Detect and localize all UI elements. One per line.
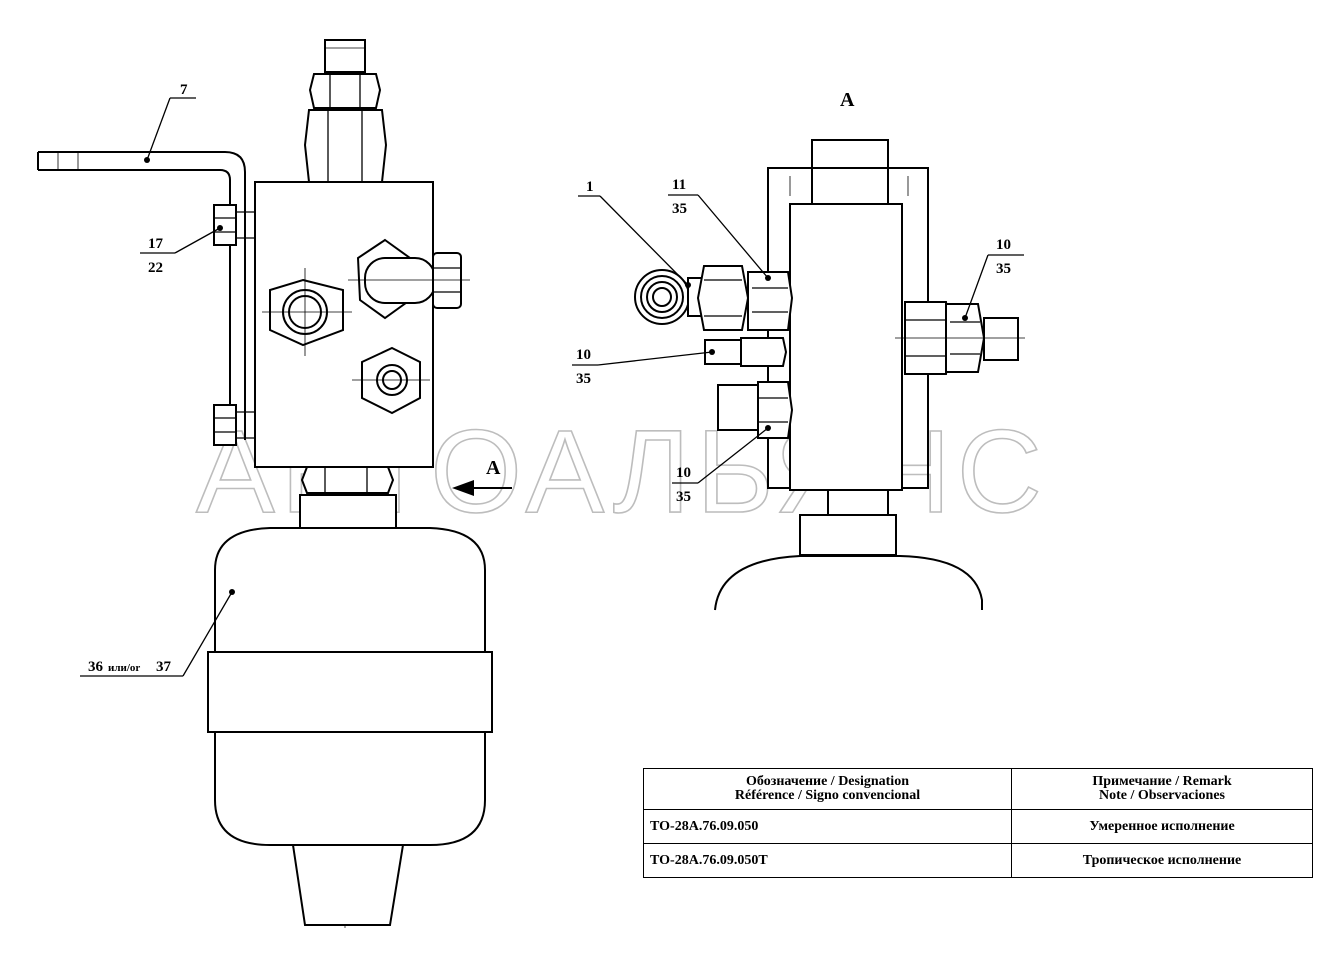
section-arrow-label: A: [486, 457, 501, 479]
callout-10-right-35: 35: [996, 261, 1011, 277]
callout-10-left-35: 35: [576, 371, 591, 387]
designation-header-line1: Обозначение / Designation: [746, 774, 909, 789]
callout-7: 7: [180, 82, 188, 98]
callout-10-bottom-35: 35: [676, 489, 691, 505]
designation-header-line2: Référence / Signo convencional: [734, 788, 921, 803]
designation-cell: ТО-28А.76.09.050Т: [643, 843, 1012, 878]
callout-leaders: [80, 97, 1024, 677]
remark-cell: Умеренное исполнение: [1011, 809, 1313, 844]
table-header-row: Обозначение / Designation Référence / Si…: [643, 768, 1313, 810]
table-row: ТО-28А.76.09.050 Умеренное исполнение: [643, 809, 1313, 844]
callout-1: 1: [586, 179, 594, 195]
remark-header-line2: Note / Observaciones: [1099, 788, 1225, 803]
designation-header: Обозначение / Designation Référence / Si…: [643, 768, 1012, 810]
remark-cell: Тропическое исполнение: [1011, 843, 1313, 878]
callout-36-separator: или/or: [108, 662, 140, 674]
callout-37: 37: [156, 659, 172, 675]
callout-36: 36: [88, 659, 104, 675]
designation-cell: ТО-28А.76.09.050: [643, 809, 1012, 844]
callout-11: 11: [672, 177, 686, 193]
table-row: ТО-28А.76.09.050Т Тропическое исполнение: [643, 843, 1313, 878]
callout-10-bottom: 10: [676, 465, 691, 481]
designation-table: Обозначение / Designation Référence / Si…: [643, 768, 1313, 878]
callout-labels: 7 17 22 36 или/or 37 1 11 35 10 35 10 35…: [88, 82, 1011, 675]
callout-10-left: 10: [576, 347, 591, 363]
callout-17: 17: [148, 236, 164, 252]
callout-22: 22: [148, 260, 163, 276]
callout-10-right: 10: [996, 237, 1011, 253]
view-a-label: A: [840, 89, 855, 111]
remark-header: Примечание / Remark Note / Observaciones: [1011, 768, 1313, 810]
callout-11-35: 35: [672, 201, 687, 217]
view-a: [634, 139, 1025, 611]
remark-header-line1: Примечание / Remark: [1092, 774, 1232, 789]
main-view: [37, 39, 512, 930]
